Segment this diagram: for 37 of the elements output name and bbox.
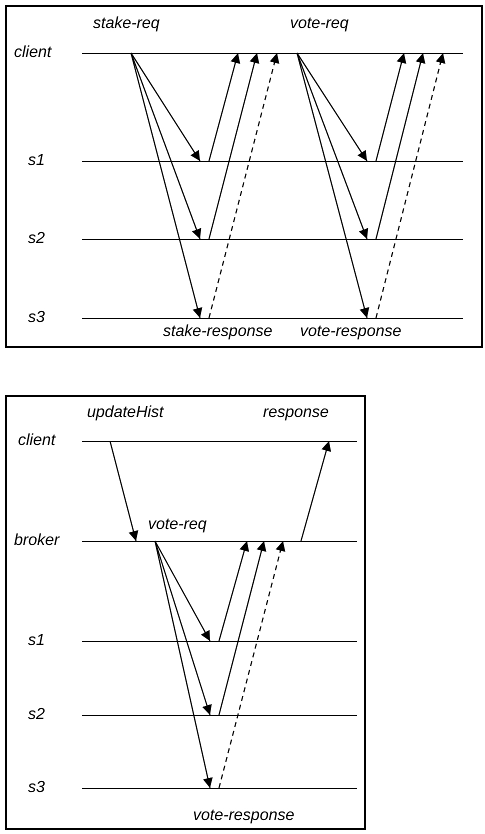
message-label: updateHist xyxy=(87,404,164,422)
lifeline-label: s2 xyxy=(28,230,45,248)
message-arrow xyxy=(296,52,370,318)
message-label: vote-req xyxy=(290,15,349,33)
message-label: vote-req xyxy=(148,516,207,534)
lifeline-label: broker xyxy=(14,532,60,550)
lifeline-label: s2 xyxy=(28,706,45,724)
lifeline-label: s3 xyxy=(28,309,45,327)
message-arrow xyxy=(130,52,200,162)
lifeline-label: s3 xyxy=(28,779,45,797)
message-label: stake-response xyxy=(163,323,272,341)
lifeline-label: client xyxy=(14,44,52,62)
message-arrow xyxy=(109,440,138,542)
message-arrow xyxy=(154,540,211,642)
message-arrow xyxy=(300,440,332,542)
message-label: response xyxy=(263,404,329,422)
message-arrow xyxy=(208,52,280,318)
message-arrow xyxy=(208,52,260,240)
message-arrow xyxy=(218,540,286,788)
message-arrow xyxy=(218,540,250,642)
message-arrow xyxy=(154,540,213,788)
message-arrow xyxy=(154,540,212,716)
lifeline-label: client xyxy=(18,432,56,450)
message-arrow xyxy=(375,52,446,318)
message-arrow xyxy=(208,52,240,162)
lifeline-label: s1 xyxy=(28,152,45,170)
message-label: vote-response xyxy=(300,323,402,341)
lifeline-label: s1 xyxy=(28,632,45,650)
message-arrow xyxy=(130,52,202,318)
message-label: vote-response xyxy=(193,807,294,825)
message-arrow xyxy=(296,52,368,162)
message-arrow xyxy=(218,540,266,716)
message-arrow xyxy=(375,52,406,162)
message-arrow xyxy=(375,52,426,240)
message-arrow xyxy=(130,52,202,240)
message-arrow xyxy=(296,52,368,240)
message-label: stake-req xyxy=(93,15,160,33)
